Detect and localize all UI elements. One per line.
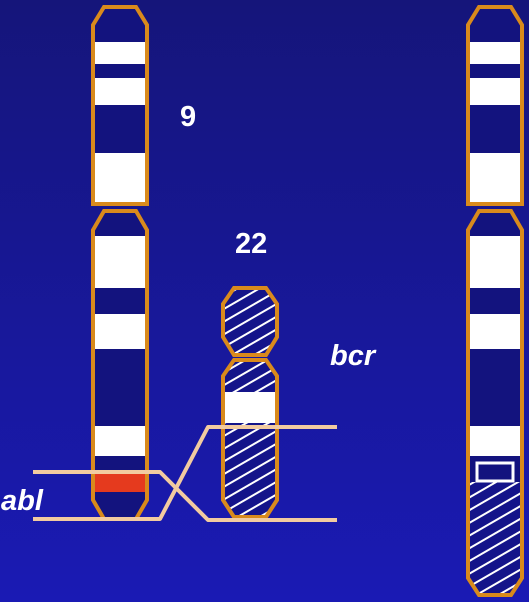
- chromosome-22: [218, 285, 283, 525]
- chromosome-9-label: 9: [180, 101, 196, 134]
- bcr-gene-label: bcr: [330, 340, 375, 373]
- chromosome-9: [90, 0, 150, 525]
- chromosome-22-label: 22: [235, 228, 267, 261]
- abl-gene-label: abl: [1, 485, 43, 518]
- open-box-marker: [477, 463, 513, 481]
- chromosome-9-short-arm: [90, 0, 150, 210]
- crossover-lines: [33, 427, 337, 520]
- derivative-chromosome: [465, 0, 527, 602]
